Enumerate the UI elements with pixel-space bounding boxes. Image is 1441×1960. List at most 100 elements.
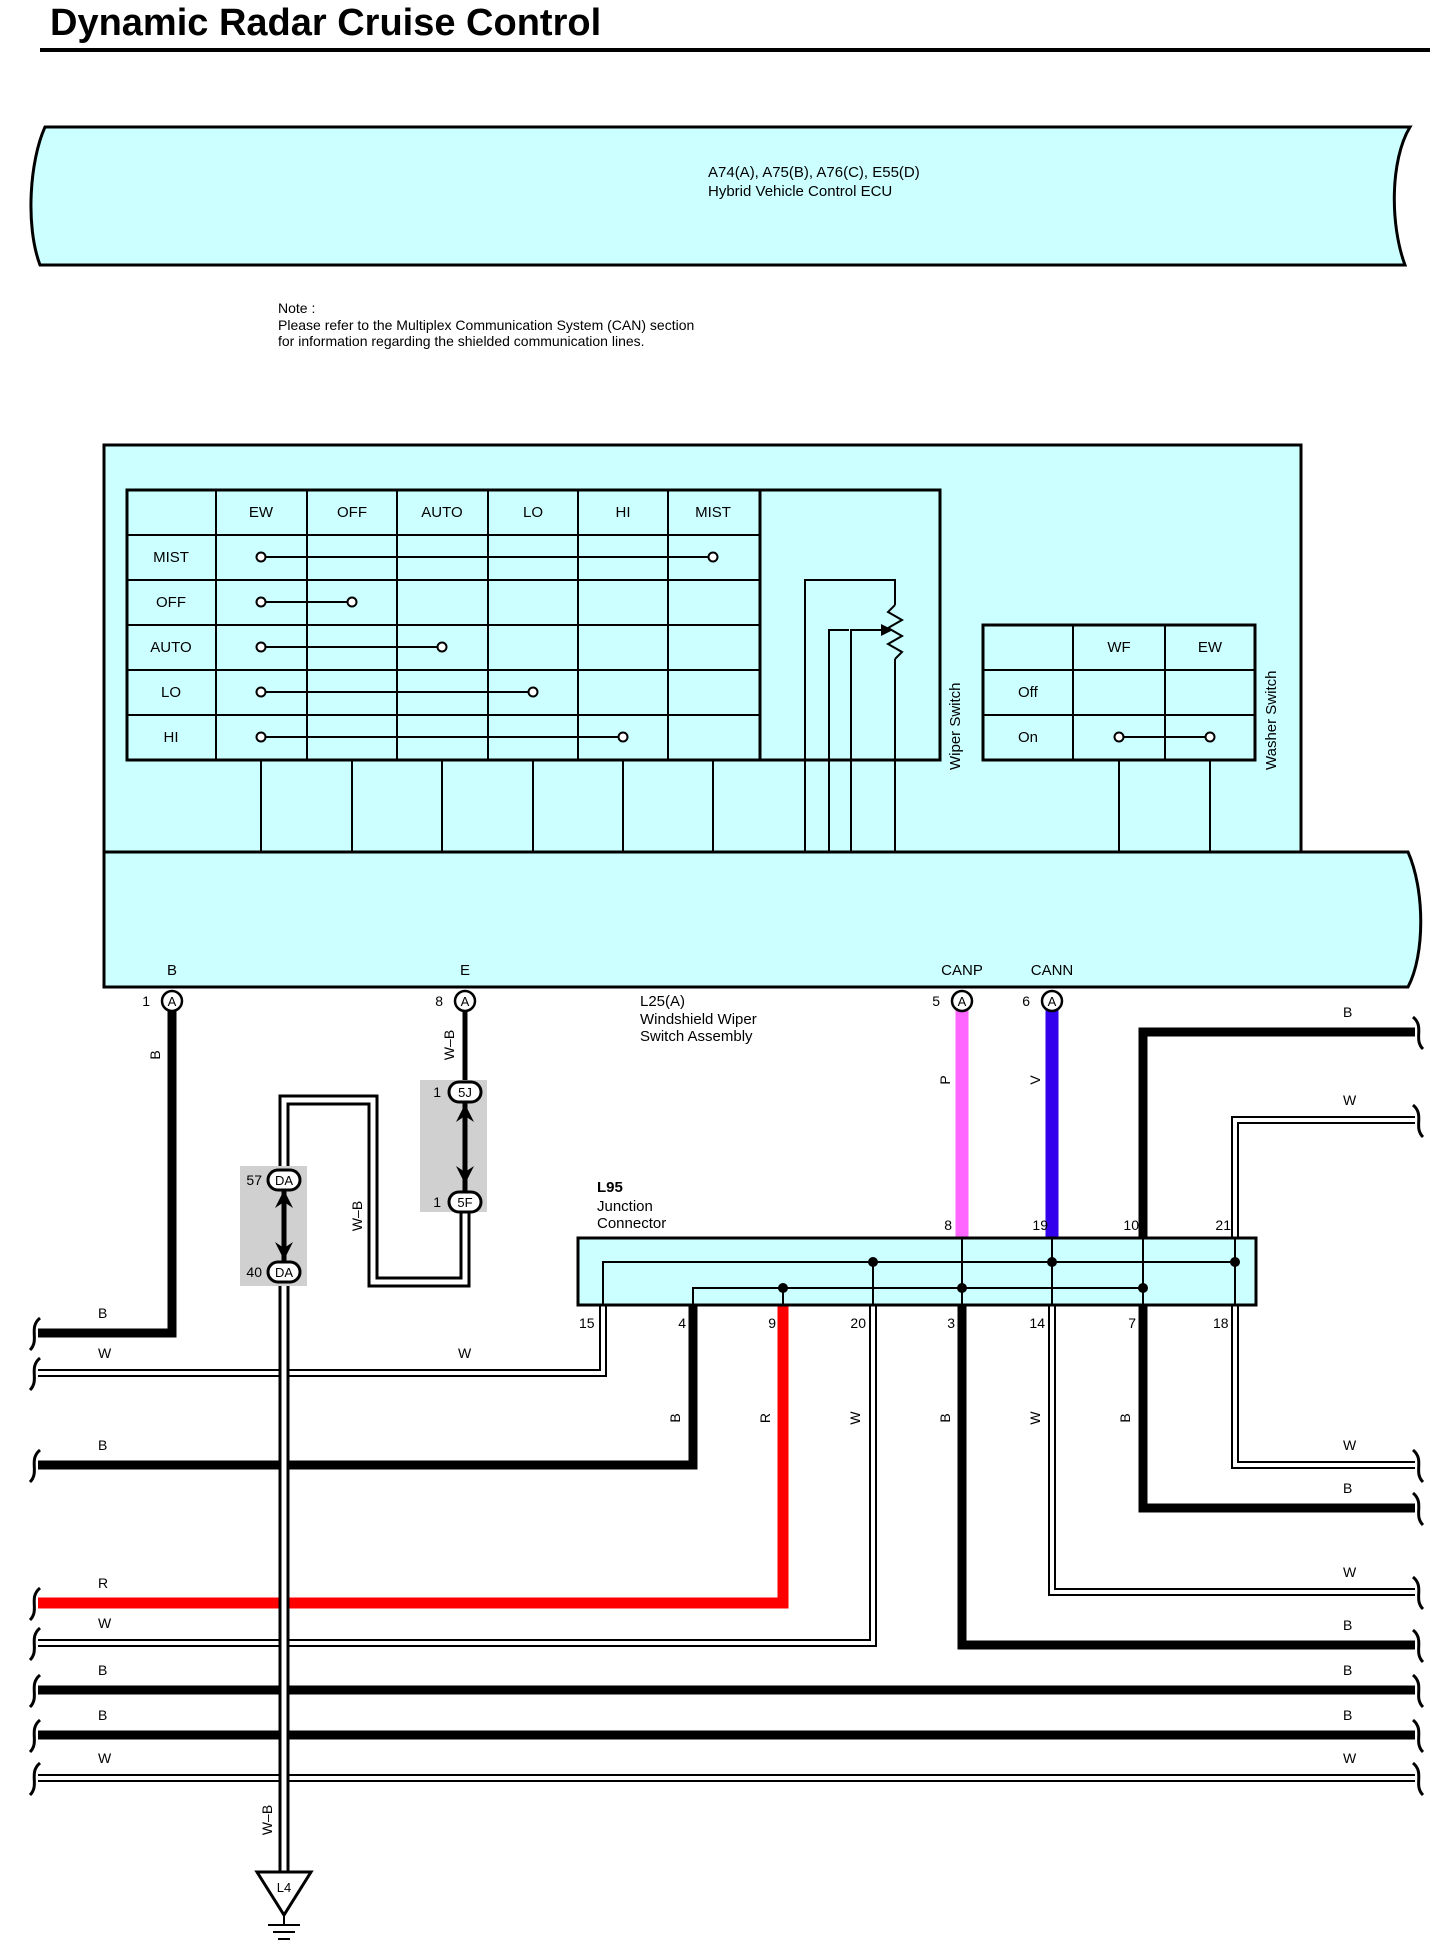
- svg-text:A: A: [461, 994, 470, 1009]
- junction-connector-box: [576, 1236, 1258, 1307]
- wiper-contact-point: [255, 596, 267, 608]
- junction-bot-pin-7: 7: [1128, 1315, 1136, 1331]
- wire-w-pin14-inner: [1050, 1305, 1415, 1594]
- ecu-box: [29, 125, 1413, 267]
- variable-resistor: [804, 579, 905, 852]
- wire-w-pin20: [38, 1305, 877, 1647]
- wiper-contact-point: [346, 596, 358, 608]
- wire-label-j9: R: [757, 1413, 773, 1423]
- washer-row-off: Off: [1018, 684, 1039, 701]
- wire-label-j20: W: [847, 1411, 863, 1425]
- switch-assembly-code: L25(A): [640, 993, 685, 1010]
- wire-label-right-w2: W: [1343, 1437, 1357, 1453]
- wire-b-pin4: [38, 1305, 698, 1470]
- junction-bot-pin-4: 4: [678, 1315, 686, 1331]
- wire-label-b-pin1: B: [147, 1050, 163, 1059]
- washer-switch-table: WF EW Off On: [981, 623, 1257, 852]
- svg-text:5: 5: [932, 993, 940, 1009]
- wiper-contact-point: [255, 551, 267, 563]
- wiper-contact-point: [436, 641, 448, 653]
- svg-text:5F: 5F: [457, 1195, 472, 1210]
- wiper-connections: [255, 551, 719, 743]
- junction-bus: [602, 1238, 1236, 1305]
- wiper-row-hi: HI: [164, 729, 179, 746]
- junction-bot-pin-15: 15: [579, 1315, 595, 1331]
- wire-label-left-w4: W: [98, 1750, 112, 1766]
- connector-5j-5f: 5J 1 5F 1: [420, 1080, 487, 1214]
- wire-wb-loop-inner: [281, 1097, 468, 1890]
- switch-assembly-upper: [102, 443, 1303, 854]
- wiper-col-off: OFF: [337, 504, 367, 521]
- svg-text:L4: L4: [277, 1880, 291, 1895]
- wire-w-pin21: [1231, 1116, 1415, 1238]
- junction-top-pin-10: 10: [1123, 1217, 1139, 1233]
- left-wire-ends: [28, 1316, 42, 1797]
- svg-text:8: 8: [435, 993, 443, 1009]
- junction-code: L95: [597, 1179, 623, 1196]
- washer-contact-point: [1204, 731, 1216, 743]
- wiper-row-mist: MIST: [153, 549, 189, 566]
- junction-bot-pin-18: 18: [1213, 1315, 1229, 1331]
- wire-label-left-w3: W: [98, 1615, 112, 1631]
- svg-text:40: 40: [246, 1264, 262, 1280]
- svg-text:57: 57: [246, 1172, 262, 1188]
- junction-bot-pin-3: 3: [947, 1315, 955, 1331]
- wire-r-pin9: [38, 1305, 789, 1609]
- svg-text:A: A: [1048, 994, 1057, 1009]
- wire-label-j14: W: [1027, 1411, 1043, 1425]
- wire-label-right-b4: B: [1343, 1662, 1352, 1678]
- wiper-row-lo: LO: [161, 684, 181, 701]
- wiper-row-auto: AUTO: [150, 639, 191, 656]
- switch-assembly-name-2: Switch Assembly: [640, 1028, 753, 1045]
- wire-w-pin15: [38, 1305, 607, 1377]
- washer-connections: [1113, 731, 1216, 743]
- note-heading: Note :: [278, 300, 315, 316]
- wire-label-right-w4: W: [1343, 1750, 1357, 1766]
- wire-label-left-b4: B: [98, 1707, 107, 1723]
- note-line2: for information regarding the shielded c…: [278, 333, 645, 349]
- junction-bot-pin-20: 20: [850, 1315, 866, 1331]
- pin-connector-1: 1 A: [142, 989, 184, 1013]
- wire-label-left-b2: B: [98, 1437, 107, 1453]
- wiper-contact-point: [617, 731, 629, 743]
- wire-label-wb-pin8: W–B: [441, 1030, 457, 1060]
- svg-text:DA: DA: [275, 1265, 293, 1280]
- pin-connector-8: 8 A: [435, 989, 477, 1013]
- wiper-col-auto: AUTO: [421, 504, 462, 521]
- svg-text:DA: DA: [275, 1173, 293, 1188]
- page-title: Dynamic Radar Cruise Control: [50, 2, 602, 44]
- svg-text:1: 1: [433, 1084, 441, 1100]
- pin-label-e: E: [460, 962, 470, 979]
- wire-label-left-r: R: [98, 1575, 108, 1591]
- wire-w-pin18: [1231, 1305, 1415, 1469]
- wiper-contact-point: [707, 551, 719, 563]
- junction-bot-pin-14: 14: [1029, 1315, 1045, 1331]
- wire-label-right-w3: W: [1343, 1564, 1357, 1580]
- washer-row-on: On: [1018, 729, 1038, 746]
- wire-label-v-cann: V: [1027, 1075, 1043, 1085]
- connector-da: DA 57 DA 40: [240, 1166, 307, 1286]
- wiper-contact-point: [255, 686, 267, 698]
- wire-label-p-canp: P: [937, 1075, 953, 1084]
- wire-w-pin20-inner: [38, 1305, 875, 1645]
- wiper-col-ew: EW: [249, 504, 274, 521]
- wire-label-left-b3: B: [98, 1662, 107, 1678]
- wire-label-right-b1: B: [1343, 1004, 1352, 1020]
- wire-w-pin18-inner: [1233, 1305, 1415, 1467]
- junction-name-1: Junction: [597, 1198, 653, 1215]
- pin-connector-6: 6 A: [1022, 989, 1064, 1013]
- washer-col-ew: EW: [1198, 639, 1223, 656]
- wire-label-left-w1: W: [98, 1345, 112, 1361]
- washer-col-wf: WF: [1107, 639, 1130, 656]
- wire-b-pin1: [38, 1010, 177, 1338]
- pin-label-cann: CANN: [1031, 962, 1074, 979]
- svg-text:6: 6: [1022, 993, 1030, 1009]
- wiper-contact-point: [255, 641, 267, 653]
- wire-label-j3: B: [937, 1413, 953, 1422]
- wire-b-pin7: [1138, 1305, 1415, 1513]
- wiper-col-hi: HI: [616, 504, 631, 521]
- pin-label-canp: CANP: [941, 962, 983, 979]
- junction-nodes: [778, 1257, 1240, 1293]
- wire-label-right-w1: W: [1343, 1092, 1357, 1108]
